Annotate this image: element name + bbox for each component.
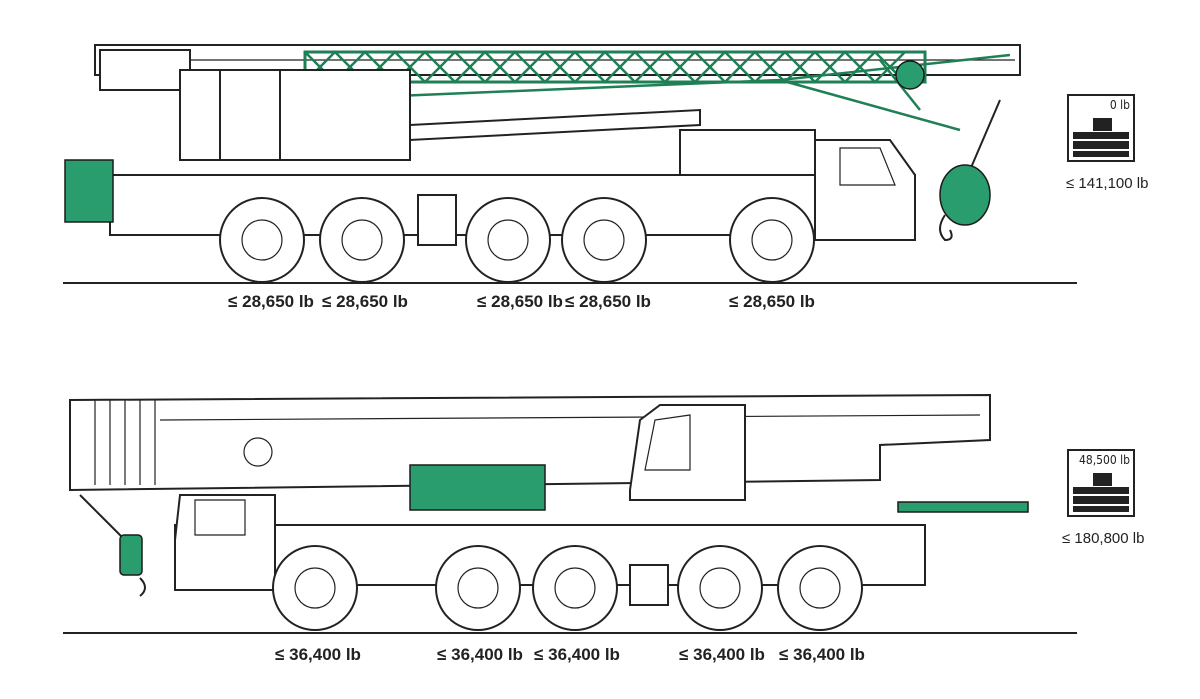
axle-load-label: ≤ 36,400 lb — [534, 645, 620, 664]
counterweight-value: 0 lb — [1109, 98, 1130, 112]
counterweight — [409, 464, 546, 511]
hook-block — [939, 164, 991, 226]
axle-load-label: ≤ 36,400 lb — [779, 645, 865, 664]
axle-load-label: ≤ 36,400 lb — [275, 645, 361, 664]
driver-cab — [814, 139, 916, 241]
top-crane — [63, 44, 1077, 284]
counterweight-icon — [1073, 473, 1129, 512]
counterweight-value: 48,500 lb — [1078, 453, 1130, 467]
axle-load-label: ≤ 36,400 lb — [679, 645, 765, 664]
rear-counterweight-block — [64, 159, 114, 223]
driver-cab — [174, 494, 276, 591]
axle-load-label: ≤ 28,650 lb — [565, 292, 651, 311]
axle-load-label: ≤ 36,400 lb — [437, 645, 523, 664]
superstructure — [179, 69, 411, 161]
counterweight-box-bottom: 48,500 lb — [1067, 449, 1135, 517]
total-weight: ≤ 141,100 lb — [1066, 175, 1149, 192]
axle-load-label: ≤ 28,650 lb — [729, 292, 815, 311]
counterweight-icon — [1073, 118, 1129, 157]
axle-load-label: ≤ 28,650 lb — [477, 292, 563, 311]
axle-load-label: ≤ 28,650 lb — [228, 292, 314, 311]
counterweight-box-top: 0 lb — [1067, 94, 1135, 162]
outrigger-beam — [897, 501, 1029, 513]
hook-block — [119, 534, 143, 576]
crane-cab — [629, 404, 746, 501]
lattice-jib — [299, 50, 1011, 132]
total-weight: ≤ 180,800 lb — [1062, 530, 1145, 547]
wheels-top — [219, 197, 815, 283]
axle-load-label: ≤ 28,650 lb — [322, 292, 408, 311]
wheels-bottom — [272, 545, 863, 631]
bottom-crane — [63, 393, 1077, 634]
